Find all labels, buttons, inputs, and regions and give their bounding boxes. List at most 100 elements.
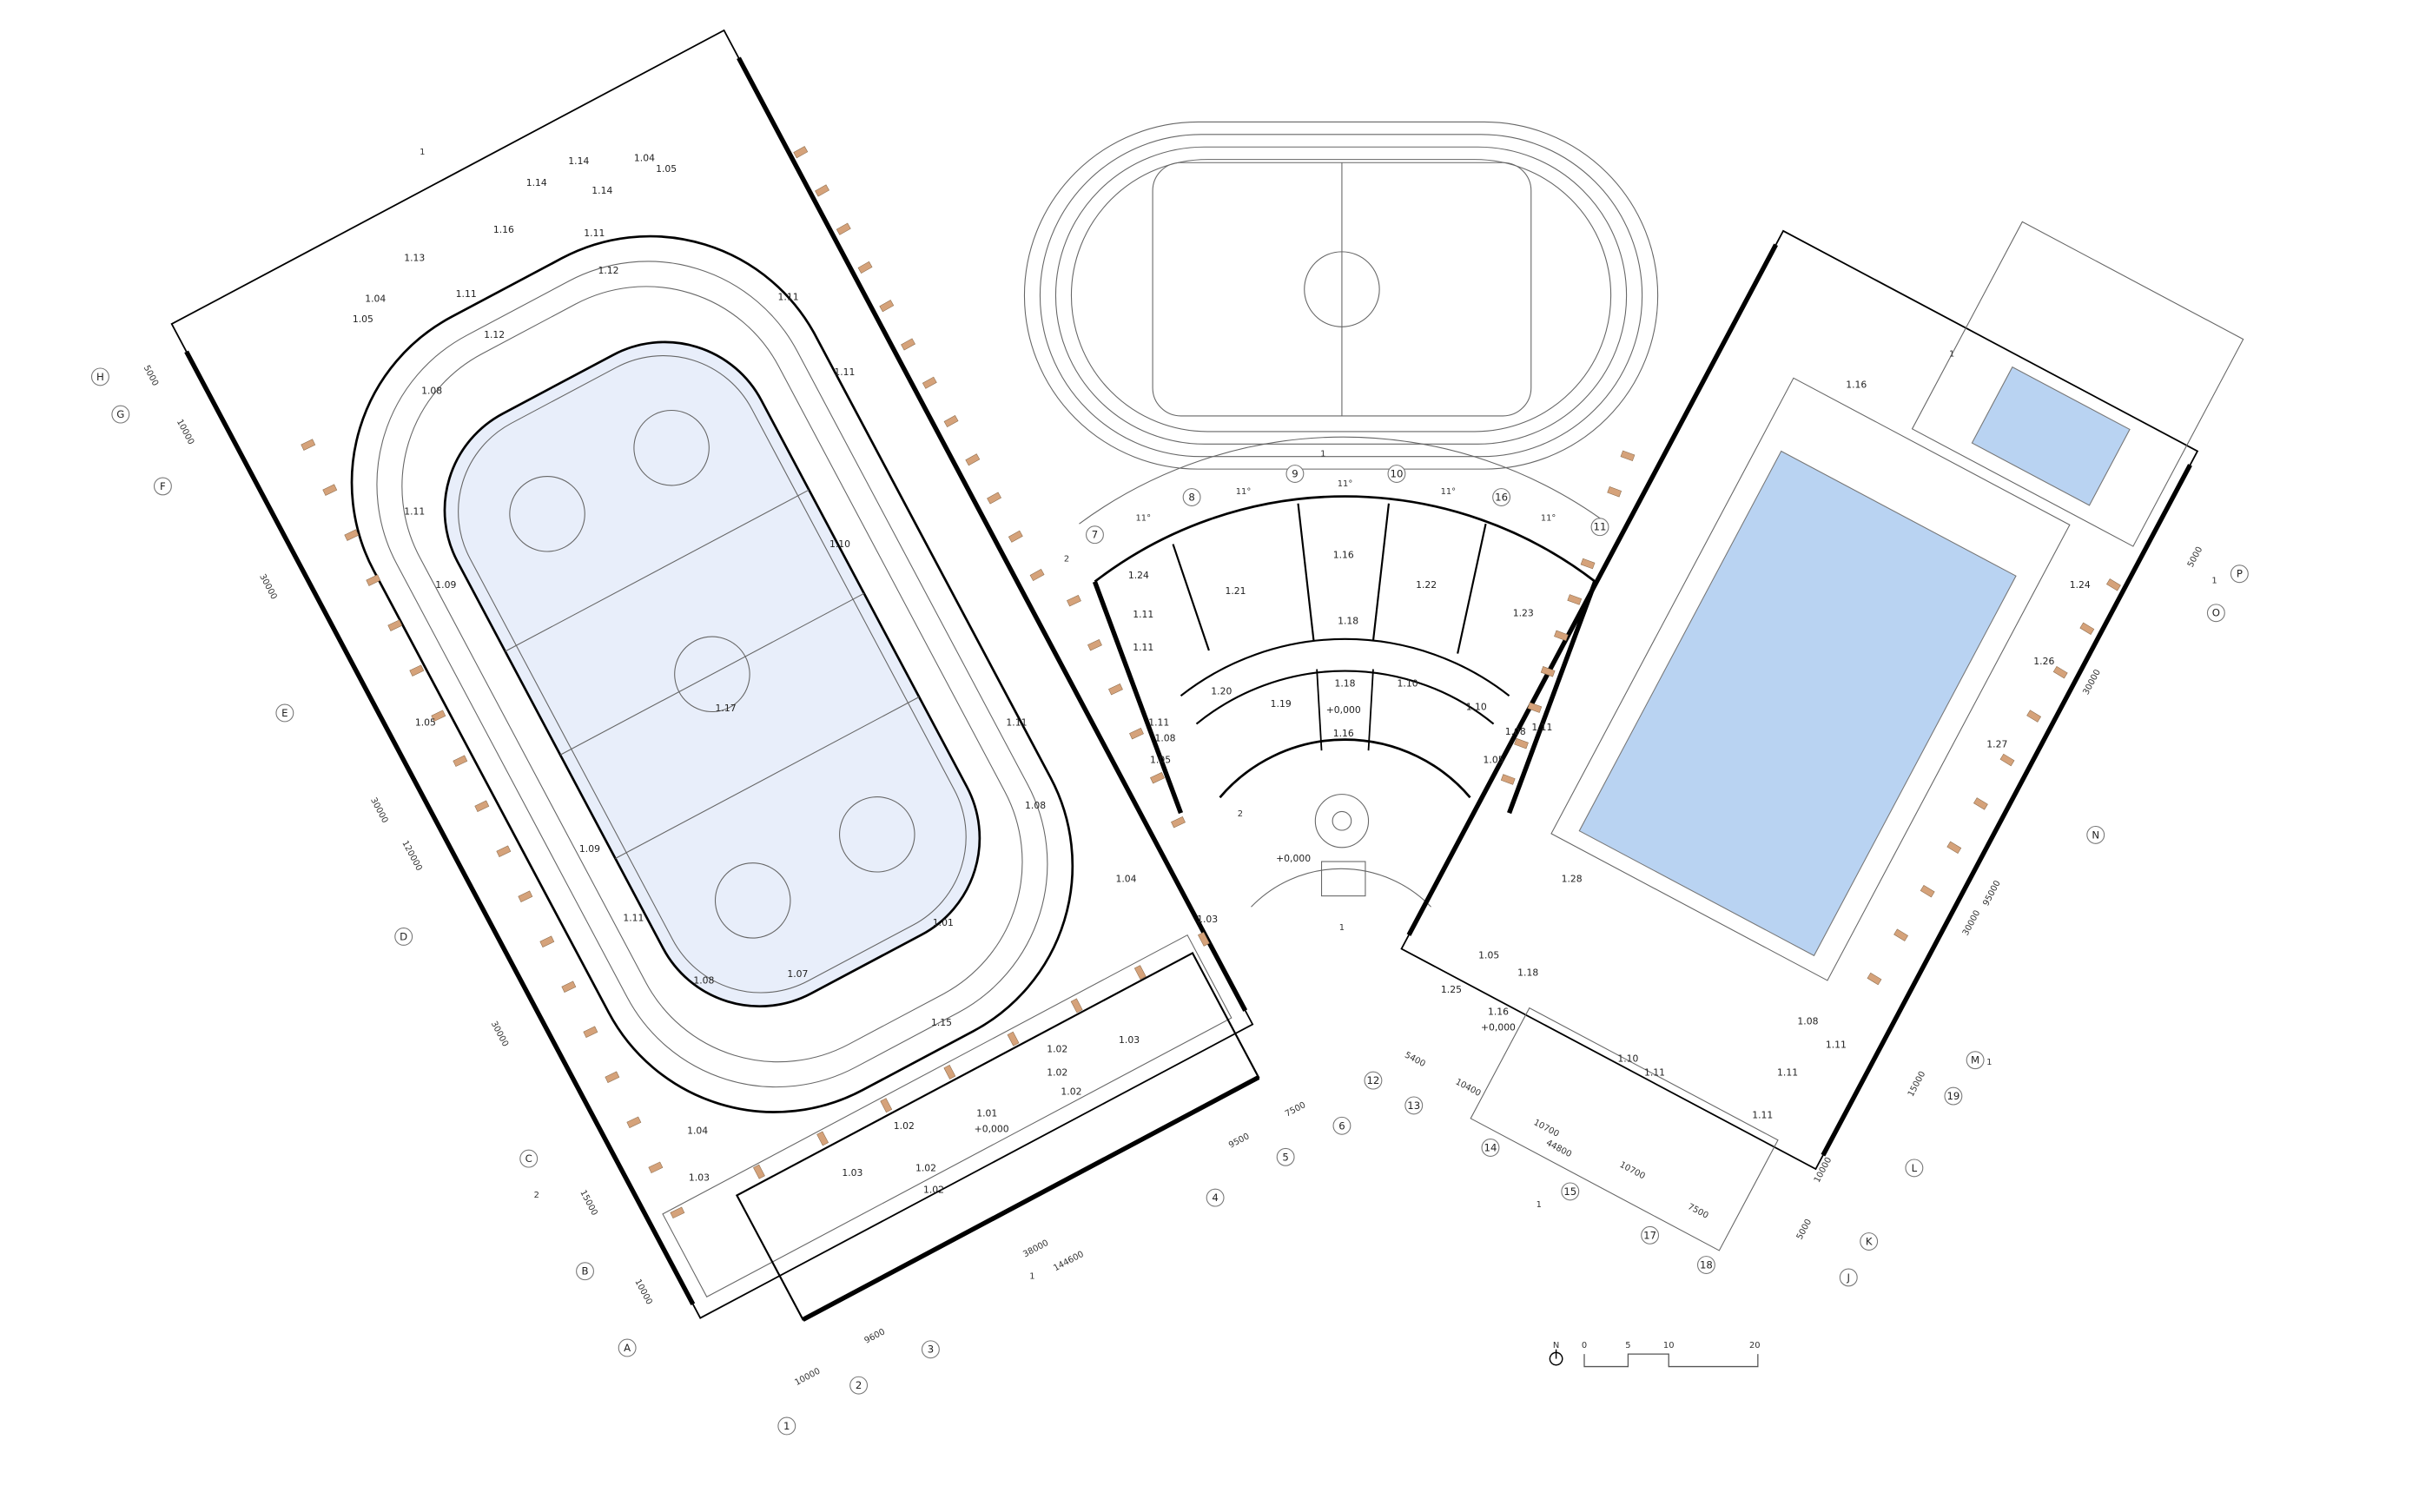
room-label: 1.09 xyxy=(579,843,600,855)
column xyxy=(753,1164,765,1179)
section-mark: 1 xyxy=(420,148,425,157)
grid-axis-label: 14 xyxy=(1484,1142,1497,1154)
room-label: 1.10 xyxy=(1398,677,1418,689)
grid-axis-bubble xyxy=(1944,1086,1963,1106)
scale-tick: 10 xyxy=(1663,1341,1675,1350)
grid-axis-label: O xyxy=(2212,607,2220,619)
column xyxy=(1999,753,2015,767)
room-label: 1.22 xyxy=(1416,579,1437,591)
grid-axis-label: 1 xyxy=(783,1420,790,1432)
running-track xyxy=(1023,121,1659,470)
room-label: 1.11 xyxy=(1133,609,1153,620)
small-pool xyxy=(1971,366,2131,506)
section-mark: 1 xyxy=(1029,1272,1034,1282)
section-mark: 2 xyxy=(1064,554,1069,564)
dimension: 44800 xyxy=(1544,1139,1573,1159)
grid-axis-label: L xyxy=(1912,1162,1918,1174)
room-label: 1.16 xyxy=(1333,728,1354,739)
north-label: N xyxy=(1553,1341,1559,1350)
grid-axis-bubble xyxy=(1839,1268,1858,1287)
grid-axis-label: 7 xyxy=(1092,529,1098,541)
room-label: 1.11 xyxy=(584,228,605,239)
room-label: 1.02 xyxy=(923,1185,944,1196)
dimension: 15000 xyxy=(1907,1070,1927,1099)
grid-axis-bubble xyxy=(1387,465,1406,483)
column xyxy=(561,980,577,993)
column xyxy=(815,184,829,197)
grid-axis-bubble xyxy=(1481,1139,1500,1157)
column xyxy=(2079,622,2095,635)
columns xyxy=(301,146,2121,1219)
room-label: +0,000 xyxy=(1481,1021,1516,1033)
grid-axis-label: 9 xyxy=(1292,468,1298,480)
column xyxy=(922,376,937,389)
room-label: 1.11 xyxy=(1006,716,1027,728)
grid-axis-label: E xyxy=(281,707,287,719)
grid-axis-label: A xyxy=(624,1342,631,1354)
room-label: 1.03 xyxy=(842,1167,862,1179)
scale-bar: N 0 5 10 20 xyxy=(1549,1341,1761,1368)
grid-axis-bubble xyxy=(2230,565,2249,584)
room-label: 1.21 xyxy=(1225,585,1246,597)
column xyxy=(879,300,895,313)
grid-axis-bubble xyxy=(1206,1188,1225,1207)
grid-axis-label: 19 xyxy=(1946,1090,1959,1102)
room-label: 1.02 xyxy=(1047,1044,1067,1055)
room-label: 1.11 xyxy=(1777,1067,1798,1079)
room-label: 1.05 xyxy=(1478,950,1499,961)
dimension: 10000 xyxy=(175,418,195,446)
grid-axis-bubble xyxy=(1332,1116,1351,1135)
room-label: 1.12 xyxy=(598,265,619,276)
room-label: 1.14 xyxy=(591,185,612,196)
dimension: 9600 xyxy=(863,1327,887,1346)
room-label: 1.08 xyxy=(693,974,714,986)
grid-axis-bubble xyxy=(275,703,294,723)
grid-axis-bubble xyxy=(1905,1159,1924,1178)
grid-axis-label: K xyxy=(1866,1236,1873,1248)
grid-axis-bubble xyxy=(2206,604,2225,623)
grid-axis-bubble xyxy=(394,928,413,946)
room-label: 1.02 xyxy=(894,1120,915,1132)
room-label: 1.08 xyxy=(421,386,442,397)
dimension: 30000 xyxy=(2081,668,2102,697)
column xyxy=(1973,797,1988,810)
room-label: 1.05 xyxy=(415,716,436,728)
room-label: 1.14 xyxy=(526,177,547,188)
dimension: 7500 xyxy=(1686,1202,1709,1221)
grid-axis-bubble xyxy=(1696,1256,1715,1274)
column xyxy=(1527,702,1543,713)
column xyxy=(539,935,555,947)
dimension: 30000 xyxy=(1961,908,1982,937)
section-mark: 1 xyxy=(1986,1058,1992,1067)
column xyxy=(901,338,915,351)
room-label: 1.27 xyxy=(1986,739,2007,750)
dimension: 10700 xyxy=(1618,1160,1647,1181)
column xyxy=(1580,558,1596,570)
column xyxy=(987,492,1001,505)
room-label: 1.16 xyxy=(1846,380,1867,391)
room-label: 1.18 xyxy=(1338,615,1358,626)
room-label: 1.23 xyxy=(1513,607,1534,618)
grid-axis-label: 4 xyxy=(1212,1192,1218,1204)
dimension: 30000 xyxy=(368,796,389,825)
grid-axis-label: 8 xyxy=(1188,492,1194,504)
room-label: 1.04 xyxy=(634,152,655,163)
grid-axis-label: 12 xyxy=(1367,1074,1380,1086)
dimension: 5000 xyxy=(2186,545,2205,569)
room-label: 1.11 xyxy=(1752,1109,1773,1120)
grid-axis-bubble xyxy=(1492,488,1511,506)
column xyxy=(670,1206,685,1219)
room-label: 1.05 xyxy=(1150,755,1171,766)
scale-tick: 5 xyxy=(1625,1341,1630,1350)
dimension: 95000 xyxy=(1981,879,2002,908)
room-label: 1.11 xyxy=(834,366,855,378)
column xyxy=(857,261,873,274)
grid-axis-label: 3 xyxy=(928,1344,934,1356)
column xyxy=(1133,965,1147,980)
room-label: 1.05 xyxy=(656,163,677,175)
column xyxy=(322,484,338,496)
room-label: 1.25 xyxy=(1441,984,1462,995)
room-labels: 1.14 1.14 1.14 1.04 1.05 1.16 1.11 1.13 … xyxy=(353,152,2091,1195)
column xyxy=(793,146,809,159)
column xyxy=(1620,450,1636,462)
